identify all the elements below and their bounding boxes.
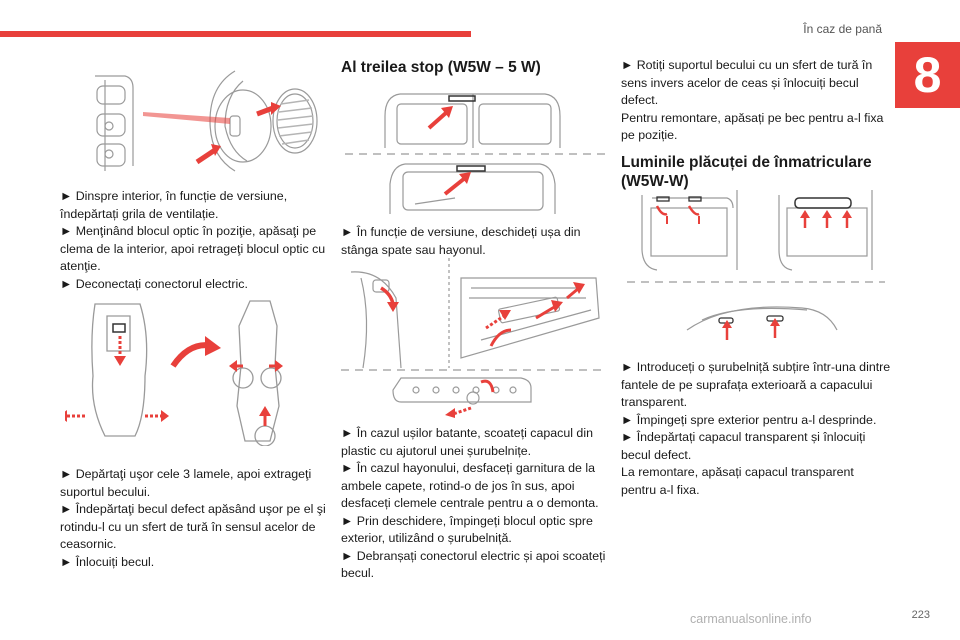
figure-third-brake-light-location <box>345 86 605 216</box>
instruction-line: ► Împingeți spre exterior pentru a-l des… <box>621 412 877 427</box>
instruction-line: ► Îndepărtați capacul transparent și înl… <box>621 430 866 462</box>
instruction-line: ► Prin deschidere, împingeți blocul opti… <box>341 513 593 546</box>
instruction-line: ► Deconectați conectorul electric. <box>60 276 248 291</box>
col3-text-block-2: ► Introduceți o șurubelniță subțire într… <box>621 359 891 499</box>
instruction-line: ► Depărtaţi uşor cele 3 lamele, apoi ext… <box>60 467 312 499</box>
page-number: 223 <box>911 609 930 621</box>
col1-text-block-1: ► Dinspre interior, în funcție de versiu… <box>60 188 330 293</box>
bulb-holder-illustration <box>65 300 283 446</box>
instruction-line: ► Menţinând blocul optic în poziţie, apă… <box>60 224 326 273</box>
section-title: În caz de pană <box>803 22 882 36</box>
figure-bulb-holder <box>65 296 320 446</box>
col2-text-block-2: ► În cazul ușilor batante, scoateți capa… <box>341 425 611 583</box>
vehicle-rear-illustration <box>345 93 605 214</box>
rear-light-illustration <box>95 70 318 172</box>
license-plate-lights-heading: Luminile plăcuței de înmatriculare (W5W-… <box>621 154 872 190</box>
chapter-tab: 8 <box>895 42 960 108</box>
instruction-line: ► Dinspre interior, în funcție de versiu… <box>60 189 288 221</box>
instruction-line: ► Debranșați conectorul electric și apoi… <box>341 548 606 581</box>
instruction-line: ► În cazul ușilor batante, scoateți capa… <box>341 426 593 458</box>
instruction-line: ► Introduceți o șurubelniță subțire într… <box>621 360 891 409</box>
license-plate-lights-illustration <box>627 190 885 340</box>
figure-license-plate-lights <box>627 190 885 340</box>
instruction-line: ► Rotiți suportul becului cu un sfert de… <box>621 58 873 107</box>
instruction-line: ► În funcție de versiune, deschideți ușa… <box>341 225 581 257</box>
third-brake-light-heading: Al treilea stop (W5W – 5 W) <box>341 59 541 76</box>
tailgate-light-illustration <box>341 258 603 418</box>
top-accent-bar <box>0 31 471 37</box>
instruction-line: ► Înlocuiți becul. <box>60 554 155 569</box>
instruction-line: Pentru remontare, apăsați pe bec pentru … <box>621 110 884 143</box>
figure-door-and-tailgate <box>341 258 603 418</box>
col2-text-block-1: ► În funcție de versiune, deschideți ușa… <box>341 224 611 259</box>
instruction-line: La remontare, apăsați capacul transparen… <box>621 465 854 497</box>
col3-text-block-1: ► Rotiți suportul becului cu un sfert de… <box>621 57 891 145</box>
col1-text-block-2: ► Depărtaţi uşor cele 3 lamele, apoi ext… <box>60 466 330 571</box>
watermark: carmanualsonline.info <box>690 612 812 626</box>
figure-rear-light-removal <box>85 66 330 176</box>
instruction-line: ► Îndepărtaţi becul defect apăsând uşor … <box>60 502 326 551</box>
instruction-line: ► În cazul hayonului, desfaceți garnitur… <box>341 461 599 510</box>
